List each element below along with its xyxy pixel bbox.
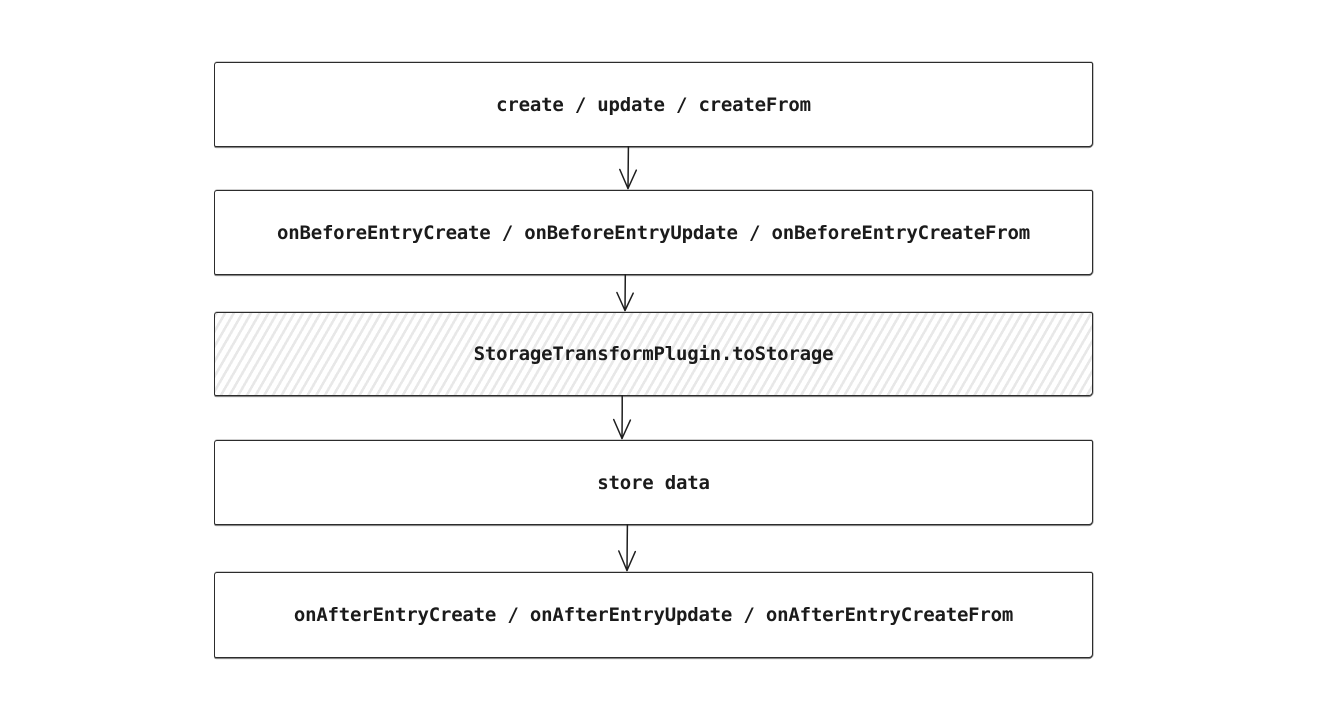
flowchart: create / update / createFrom onBeforeEnt… bbox=[214, 62, 1093, 658]
arrow-down-icon bbox=[612, 395, 632, 440]
flow-node-onafter-hooks: onAfterEntryCreate / onAfterEntryUpdate … bbox=[214, 572, 1093, 658]
node-label: store data bbox=[597, 471, 710, 494]
node-label: StorageTransformPlugin.toStorage bbox=[473, 343, 834, 365]
arrow-down-icon bbox=[616, 274, 634, 312]
node-label: onBeforeEntryCreate / onBeforeEntryUpdat… bbox=[276, 221, 1030, 244]
flow-node-create-update-createfrom: create / update / createFrom bbox=[214, 62, 1093, 147]
arrow-down-icon bbox=[619, 146, 638, 190]
arrow-down-icon bbox=[618, 524, 637, 572]
flow-node-onbefore-hooks: onBeforeEntryCreate / onBeforeEntryUpdat… bbox=[214, 190, 1093, 275]
flow-node-store-data: store data bbox=[214, 440, 1093, 525]
node-label: onAfterEntryCreate / onAfterEntryUpdate … bbox=[293, 604, 1014, 626]
flow-node-storage-transform-plugin: StorageTransformPlugin.toStorage bbox=[214, 312, 1093, 396]
node-label: create / update / createFrom bbox=[496, 93, 811, 116]
